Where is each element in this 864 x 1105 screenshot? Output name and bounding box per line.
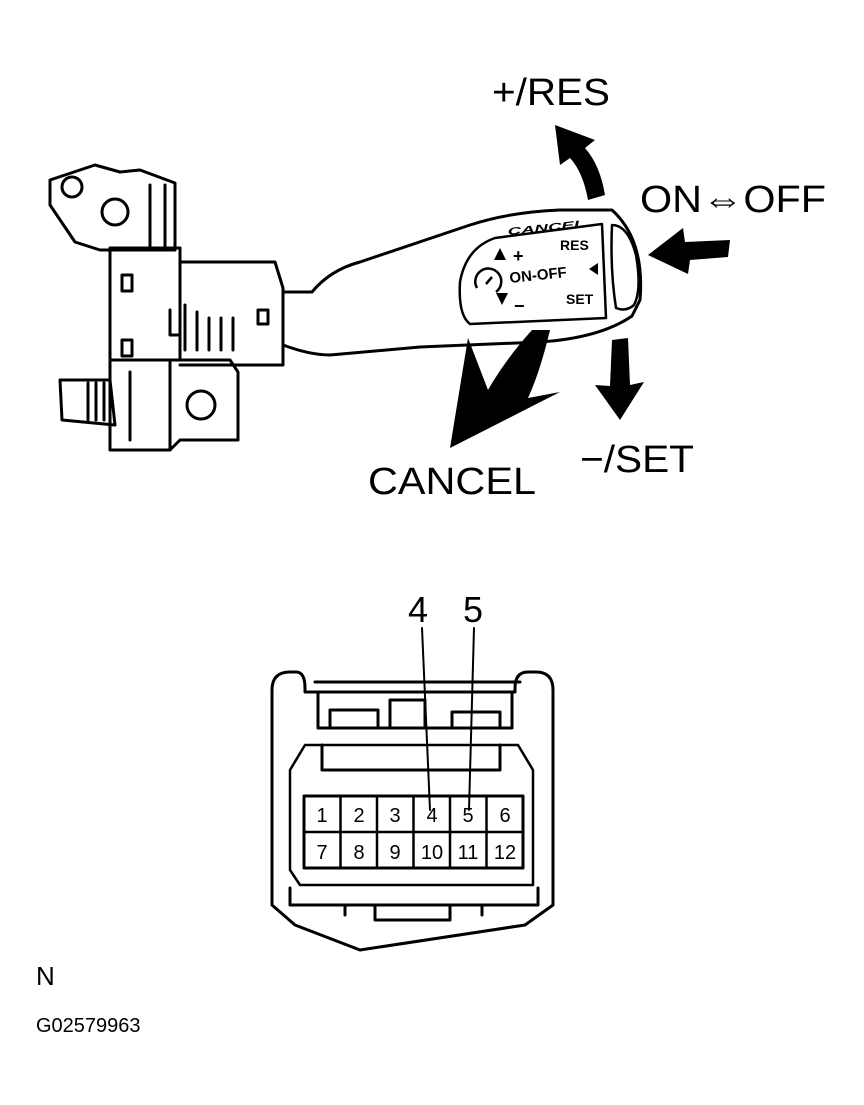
view-marker: N xyxy=(36,961,55,991)
pin-number: 3 xyxy=(389,805,400,827)
lever-left-triangle-icon xyxy=(589,263,598,275)
callout-pin-4: 4 xyxy=(408,589,428,630)
lever-face-minus: − xyxy=(514,296,525,316)
lever-face-plus: + xyxy=(513,246,524,266)
label-onoff: ON⇔OFF xyxy=(640,179,826,221)
pin-number: 4 xyxy=(426,805,437,827)
pin-number: 7 xyxy=(316,842,327,864)
pin-number: 1 xyxy=(316,805,327,827)
lever-face-cancel: CANCEL xyxy=(507,219,586,238)
pin-number: 12 xyxy=(494,842,516,864)
lever-face-set: SET xyxy=(566,291,594,307)
pin-number: 9 xyxy=(389,842,400,864)
figure-id: G02579963 xyxy=(36,1015,141,1037)
lever-up-triangle-icon xyxy=(494,248,506,260)
label-res: +/RES xyxy=(492,72,610,114)
lever-face-onoff: ON-OFF xyxy=(509,264,568,287)
pin-number: 8 xyxy=(353,842,364,864)
pin-number: 2 xyxy=(353,805,364,827)
connector xyxy=(270,670,555,952)
arrow-res-up-icon xyxy=(555,125,605,200)
arrow-cancel-pull-icon xyxy=(450,330,560,448)
label-set: −/SET xyxy=(580,439,694,481)
lever-face-outline xyxy=(458,222,608,326)
pin-number: 11 xyxy=(458,842,479,864)
pin-number: 5 xyxy=(462,805,473,827)
lever-stalk xyxy=(281,208,643,357)
switch-body xyxy=(48,163,285,452)
callout-leader-5 xyxy=(468,627,475,811)
lever-down-triangle-icon xyxy=(496,293,508,305)
callout-pin-5: 5 xyxy=(463,589,483,630)
lever-face-res: RES xyxy=(560,237,589,253)
arrow-onoff-push-icon xyxy=(648,228,730,274)
pin-grid: 1 2 3 4 5 6 7 8 9 10 11 12 xyxy=(316,805,516,864)
lever-end-knob xyxy=(610,223,640,311)
label-cancel: CANCEL xyxy=(368,461,536,503)
cruise-control-icon xyxy=(474,267,503,294)
arrow-set-down-icon xyxy=(595,338,644,420)
pin-number: 6 xyxy=(499,805,510,827)
pin-number: 10 xyxy=(421,842,443,864)
callout-leader-4 xyxy=(421,627,431,811)
